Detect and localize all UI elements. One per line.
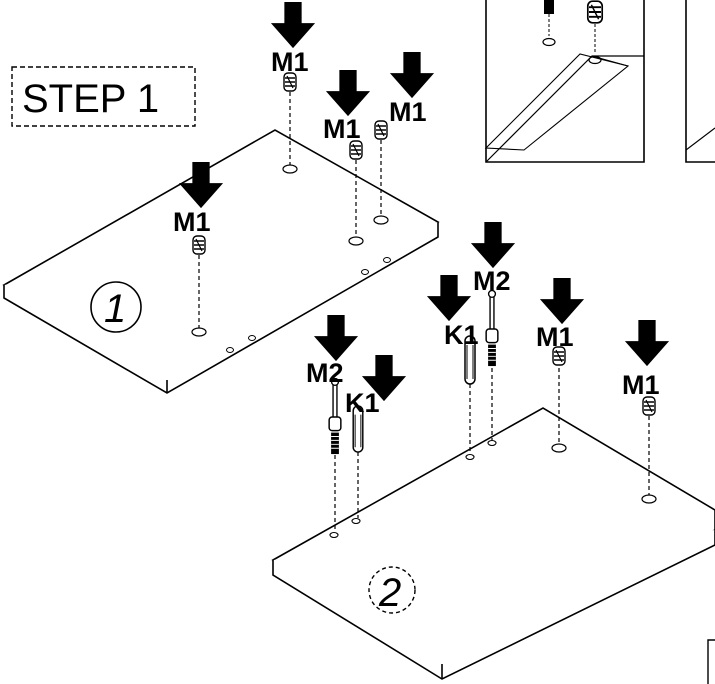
part-label: M1 — [271, 47, 309, 77]
arrow-down-icon — [314, 315, 358, 361]
panel-2 — [273, 408, 715, 679]
detail-inset-left — [486, 0, 644, 162]
part-label: K1 — [444, 320, 479, 350]
arrow-down-icon — [326, 70, 370, 116]
bolt-1 — [329, 378, 341, 454]
cam-fitting-4 — [193, 236, 205, 254]
part-label: M1 — [389, 97, 427, 127]
part-label: K1 — [345, 388, 380, 418]
part-label: M1 — [173, 207, 211, 237]
arrow-down-icon — [271, 2, 315, 48]
part-label: M1 — [536, 322, 574, 352]
arrow-down-icon — [540, 278, 584, 324]
part-label: M2 — [306, 358, 344, 388]
arrow-down-icon — [427, 275, 471, 321]
panel-number-1: 1 — [104, 287, 126, 331]
arrow-down-icon — [471, 222, 515, 268]
part-label: M1 — [622, 370, 660, 400]
part-label: M2 — [473, 266, 511, 296]
cam-fitting-3 — [375, 121, 387, 139]
arrow-down-icon — [390, 52, 434, 98]
detail-inset-right — [686, 0, 715, 162]
step-title: STEP 1 — [22, 77, 159, 121]
arrow-down-icon — [625, 320, 669, 366]
part-label: M1 — [323, 114, 361, 144]
bolt-2 — [486, 290, 498, 366]
panel-1 — [4, 130, 438, 393]
panel-number-2: 2 — [378, 571, 401, 615]
